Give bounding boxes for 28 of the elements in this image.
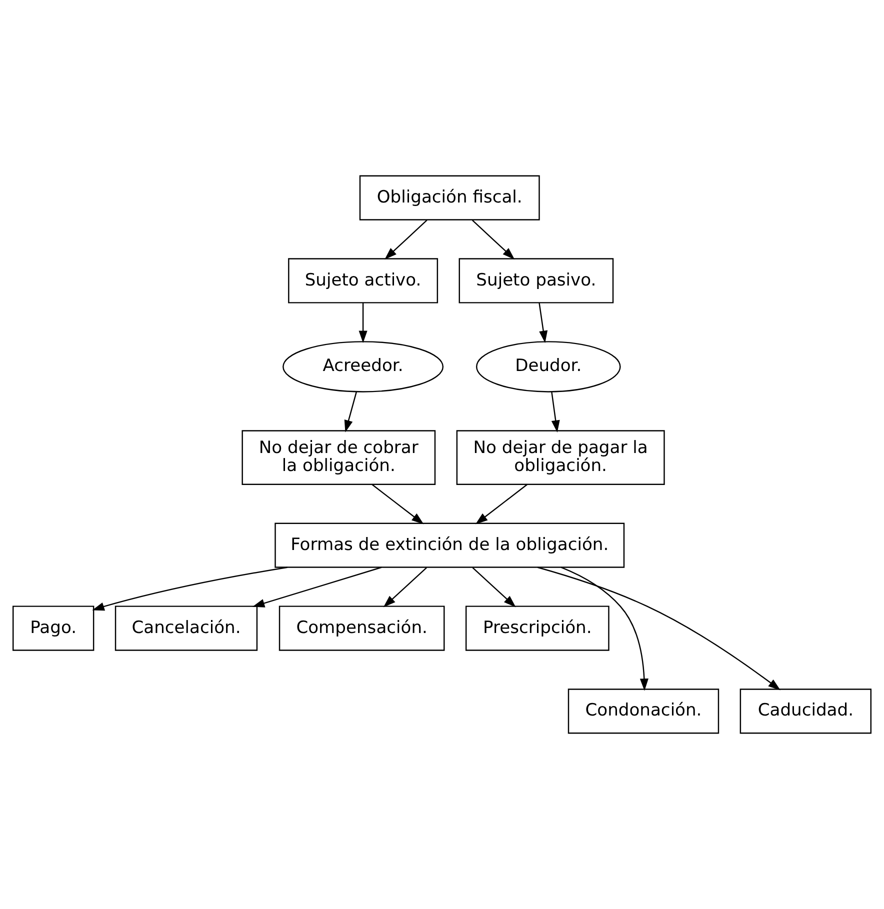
node-box: Formas de extinción de la obligación. xyxy=(274,522,625,568)
node-box: Caducidad. xyxy=(740,688,872,734)
node-box: Cancelación. xyxy=(114,606,258,651)
arrow xyxy=(383,567,427,608)
node-ellipse: Acreedor. xyxy=(282,341,444,392)
node-box: Prescripción. xyxy=(465,606,610,651)
arrow xyxy=(358,303,368,343)
arrow xyxy=(560,566,648,691)
arrow xyxy=(472,220,515,260)
arrow xyxy=(344,392,357,432)
arrow xyxy=(551,392,560,432)
node-box: Sujeto activo. xyxy=(288,258,438,304)
arrow xyxy=(538,302,548,343)
arrow xyxy=(475,484,528,524)
arrow xyxy=(252,566,382,608)
arrow xyxy=(537,566,780,690)
node-box: No dejar de cobrar la obligación. xyxy=(242,430,436,485)
node-ellipse: Deudor. xyxy=(476,341,621,392)
node-box: Condonación. xyxy=(568,688,720,734)
node-box: No dejar de pagar la obligación. xyxy=(456,430,665,485)
node-box: Compensación. xyxy=(278,606,445,651)
arrow xyxy=(472,567,516,608)
node-box: Obligación fiscal. xyxy=(359,175,540,220)
node-box: Sujeto pasivo. xyxy=(458,258,614,304)
node-box: Pago. xyxy=(12,606,94,651)
arrow xyxy=(92,566,288,611)
arrow xyxy=(372,484,424,524)
arrow xyxy=(384,220,428,260)
